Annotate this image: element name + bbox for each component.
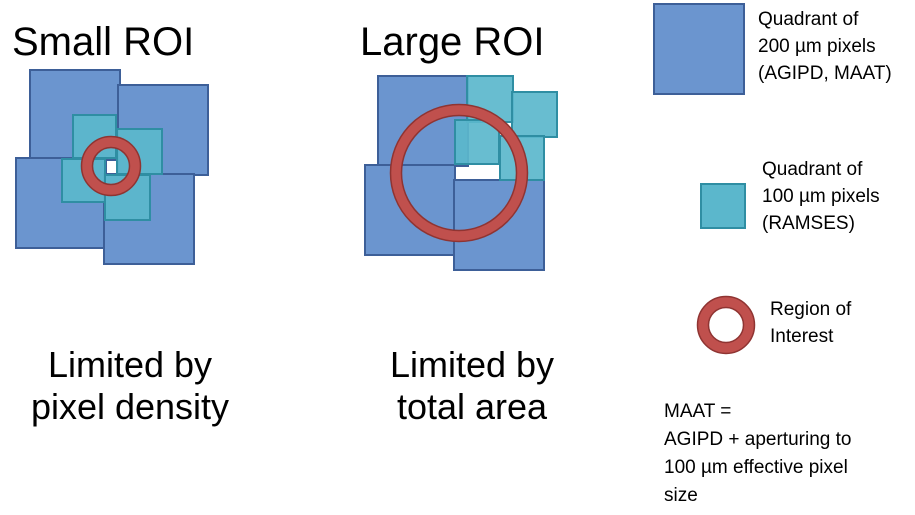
small-roi-ring xyxy=(81,136,141,196)
legend-small-pixel-label: Quadrant of 100 µm pixels (RAMSES) xyxy=(762,159,880,234)
large-roi-ring xyxy=(390,104,528,242)
small-pixel-quadrant-2 xyxy=(511,91,558,138)
small-roi-title: Small ROI xyxy=(12,20,195,64)
legend-large-pixel-swatch xyxy=(653,3,745,95)
large-roi-title: Large ROI xyxy=(360,20,545,64)
legend-small-pixel-swatch xyxy=(700,183,746,229)
large-roi-caption: Limited by total area xyxy=(389,344,555,427)
legend-large-pixel-label: Quadrant of 200 µm pixels (AGIPD, MAAT) xyxy=(758,9,892,84)
small-roi-graphic xyxy=(15,69,209,265)
large-pixel-quadrant-br xyxy=(453,179,545,271)
small-roi-caption: Limited by pixel density xyxy=(30,344,230,427)
legend-roi-label: Region of Interest xyxy=(770,299,852,347)
maat-definition-note: MAAT = AGIPD + aperturing to 100 µm effe… xyxy=(664,401,852,506)
legend-roi-swatch xyxy=(697,296,755,354)
large-roi-graphic xyxy=(364,75,558,271)
